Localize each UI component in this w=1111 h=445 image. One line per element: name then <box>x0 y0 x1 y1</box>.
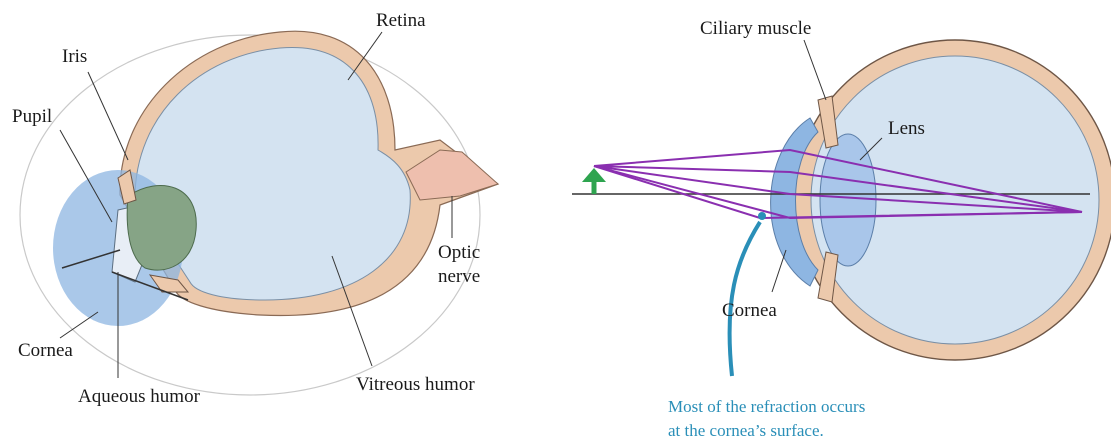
label-cornea-right: Cornea <box>722 300 777 321</box>
leader-cornea-left <box>60 312 98 338</box>
lens-left <box>127 185 196 270</box>
label-cornea-left: Cornea <box>18 340 73 361</box>
label-pupil: Pupil <box>12 106 52 127</box>
label-aqueous-humor: Aqueous humor <box>78 386 201 407</box>
refraction-pointer <box>730 222 760 376</box>
refraction-note-line1: Most of the refraction occurs <box>668 397 865 416</box>
label-retina: Retina <box>376 10 426 31</box>
label-optic-nerve-1: Optic <box>438 242 480 263</box>
leader-ciliary <box>804 40 826 100</box>
left-eye-diagram: Retina Iris Pupil Optic nerve Cornea Aqu… <box>12 10 498 407</box>
label-optic-nerve-2: nerve <box>438 266 480 287</box>
refraction-point-dot <box>758 212 766 220</box>
object-arrow-head <box>582 168 606 182</box>
label-vitreous-humor: Vitreous humor <box>356 374 475 395</box>
leader-iris <box>88 72 128 160</box>
label-ciliary-muscle: Ciliary muscle <box>700 18 811 39</box>
right-eye-diagram: Ciliary muscle Lens Cornea Most of the r… <box>572 18 1111 440</box>
refraction-note-line2: at the cornea’s surface. <box>668 421 824 440</box>
leader-cornea-right <box>772 250 786 292</box>
lens-right <box>820 134 876 266</box>
label-lens: Lens <box>888 118 925 139</box>
label-iris: Iris <box>62 46 87 67</box>
